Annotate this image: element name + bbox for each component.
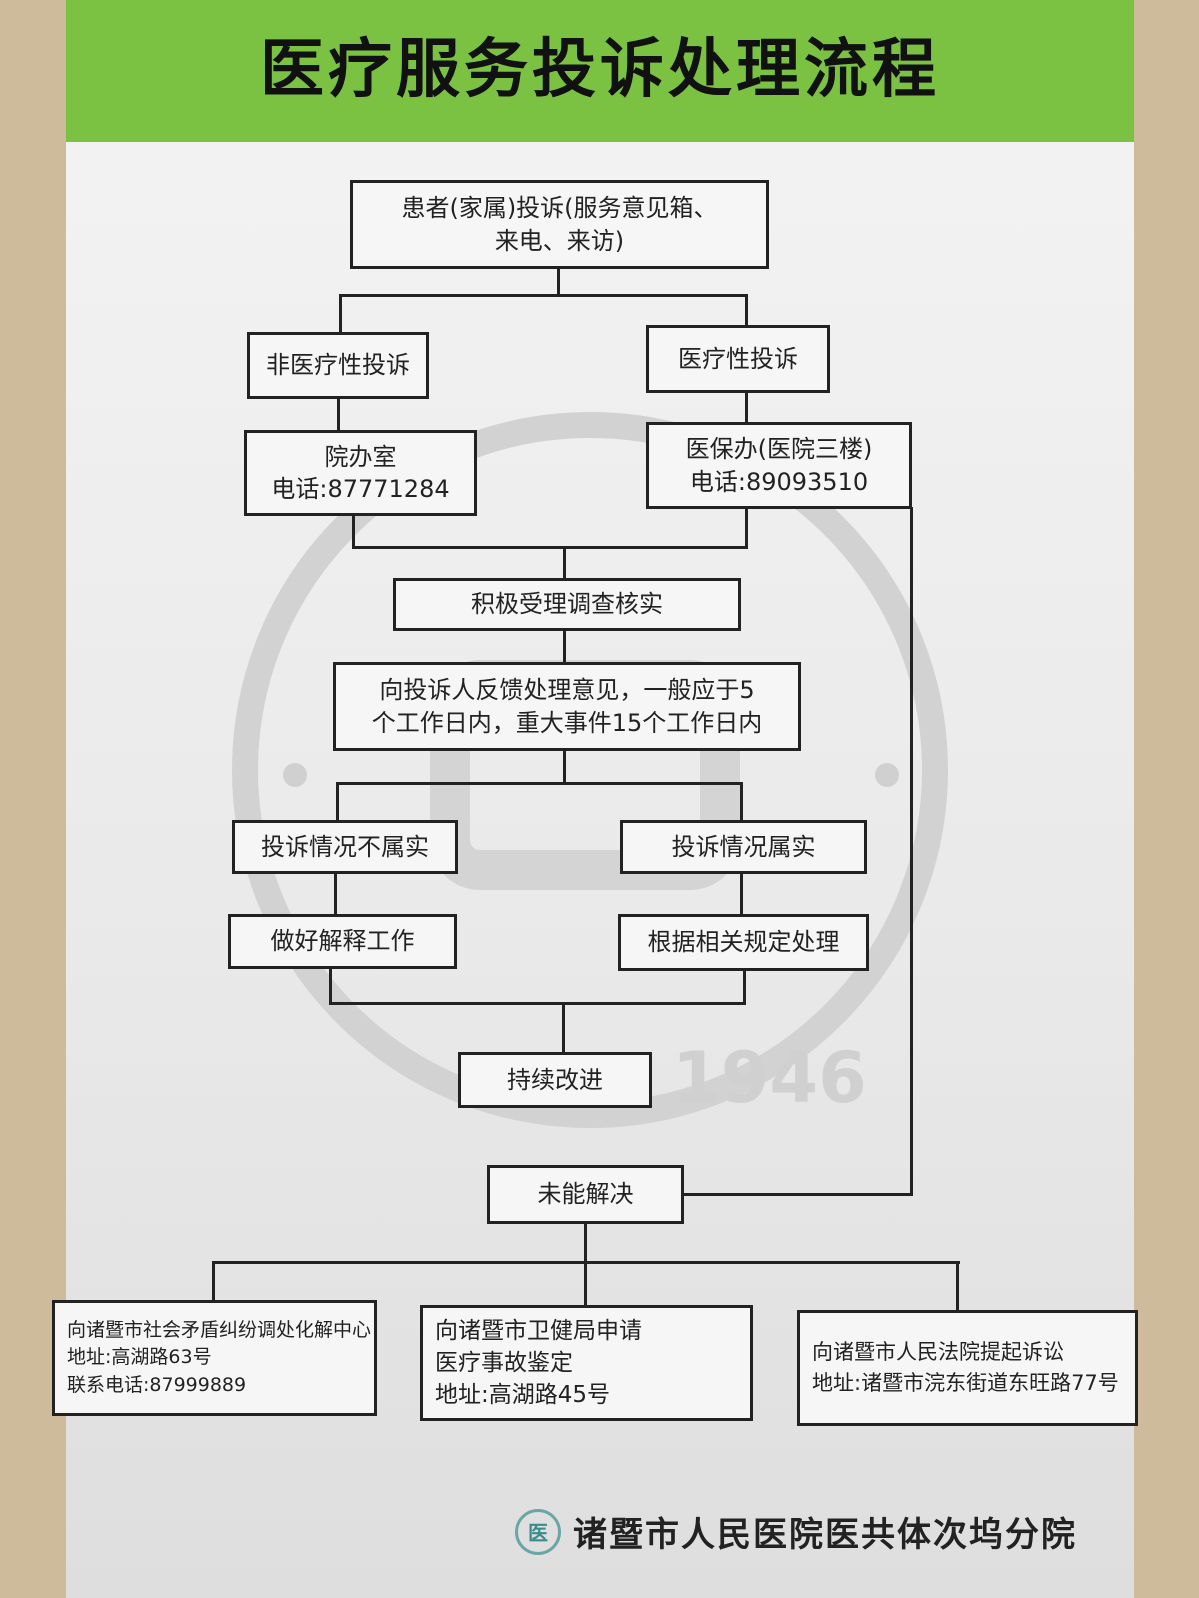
box-text: 医疗事故鉴定: [435, 1349, 573, 1376]
box-text: 做好解释工作: [270, 927, 415, 956]
connector: [336, 782, 743, 785]
watermark-year: 1946: [672, 1037, 867, 1119]
box-text: 投诉情况不属实: [261, 832, 429, 861]
continuous-improvement-box: 持续改进: [458, 1052, 652, 1108]
unresolved-box: 未能解决: [487, 1165, 684, 1224]
explain-box: 做好解释工作: [228, 914, 457, 969]
complaint-source-box: 患者(家属)投诉(服务意见箱、 来电、来访): [350, 180, 769, 269]
connector-escalation: [682, 1193, 913, 1196]
box-text: 积极受理调查核实: [471, 590, 663, 619]
address-text: 地址:高湖路63号: [67, 1346, 212, 1369]
box-text: 来电、来访): [494, 226, 625, 255]
connector: [745, 391, 748, 423]
hospital-name: 诸暨市人民医院医共体次坞分院: [573, 1515, 1077, 1555]
box-text: 个工作日内，重大事件15个工作日内: [371, 708, 763, 737]
feedback-box: 向投诉人反馈处理意见，一般应于5 个工作日内，重大事件15个工作日内: [333, 662, 801, 751]
connector: [563, 629, 566, 663]
medical-insurance-office-box: 医保办(医院三楼) 电话:89093510: [646, 422, 912, 509]
page-title: 医疗服务投诉处理流程: [260, 33, 940, 107]
box-text: 非医疗性投诉: [266, 351, 410, 380]
connector: [352, 514, 355, 548]
health-bureau-box: 向诸暨市卫健局申请 医疗事故鉴定 地址:高湖路45号: [420, 1305, 753, 1421]
connector: [352, 546, 748, 549]
connector: [334, 872, 337, 915]
address-text: 地址:诸暨市浣东街道东旺路77号: [812, 1371, 1119, 1395]
connector: [584, 1222, 587, 1306]
complaint-true-box: 投诉情况属实: [620, 820, 867, 874]
phone-text: 电话:89093510: [689, 467, 869, 496]
hospital-logo-icon: 医: [515, 1508, 561, 1555]
phone-text: 联系电话:87999889: [67, 1373, 247, 1396]
connector: [212, 1261, 960, 1264]
complaint-not-true-box: 投诉情况不属实: [232, 820, 458, 874]
phone-text: 电话:87771284: [271, 475, 450, 503]
connector: [212, 1261, 215, 1301]
box-text: 未能解决: [537, 1180, 634, 1209]
connector: [562, 1002, 565, 1053]
investigate-box: 积极受理调查核实: [393, 578, 741, 631]
non-medical-complaint-box: 非医疗性投诉: [247, 332, 429, 399]
box-text: 投诉情况属实: [671, 832, 816, 861]
connector: [557, 268, 560, 296]
connector: [336, 782, 339, 821]
connector: [740, 782, 743, 821]
mediation-center-box: 向诸暨市社会矛盾纠纷调处化解中心 地址:高湖路63号 联系电话:87999889: [52, 1300, 377, 1416]
box-text: 向投诉人反馈处理意见，一般应于5: [379, 676, 755, 705]
connector: [745, 294, 748, 326]
box-text: 院办室: [324, 442, 397, 471]
box-text: 医保办(医院三楼): [685, 435, 873, 464]
box-text: 根据相关规定处理: [647, 928, 840, 957]
box-text: 向诸暨市卫健局申请: [435, 1317, 642, 1344]
connector: [563, 749, 566, 784]
connector: [339, 294, 342, 332]
connector: [339, 294, 748, 297]
title-banner: [66, 0, 1134, 142]
box-text: 向诸暨市人民法院提起诉讼: [812, 1339, 1064, 1364]
connector: [745, 507, 748, 548]
handle-per-rules-box: 根据相关规定处理: [618, 914, 869, 971]
hospital-office-box: 院办室 电话:87771284: [244, 430, 477, 516]
connector: [956, 1261, 959, 1311]
connector: [743, 969, 746, 1004]
court-box: 向诸暨市人民法院提起诉讼 地址:诸暨市浣东街道东旺路77号: [797, 1310, 1138, 1426]
box-text: 持续改进: [507, 1065, 603, 1094]
connector-escalation: [910, 507, 913, 1196]
connector: [337, 397, 340, 431]
connector: [740, 872, 743, 915]
connector: [329, 967, 332, 1004]
medical-complaint-box: 医疗性投诉: [646, 325, 830, 393]
box-text: 医疗性投诉: [678, 344, 798, 373]
box-text: 患者(家属)投诉(服务意见箱、: [401, 194, 718, 223]
connector: [563, 546, 566, 579]
footer: 医 诸暨市人民医院医共体次坞分院: [515, 1507, 1077, 1556]
box-text: 向诸暨市社会矛盾纠纷调处化解中心: [67, 1318, 372, 1341]
address-text: 地址:高湖路45号: [435, 1382, 611, 1409]
connector: [329, 1002, 746, 1005]
